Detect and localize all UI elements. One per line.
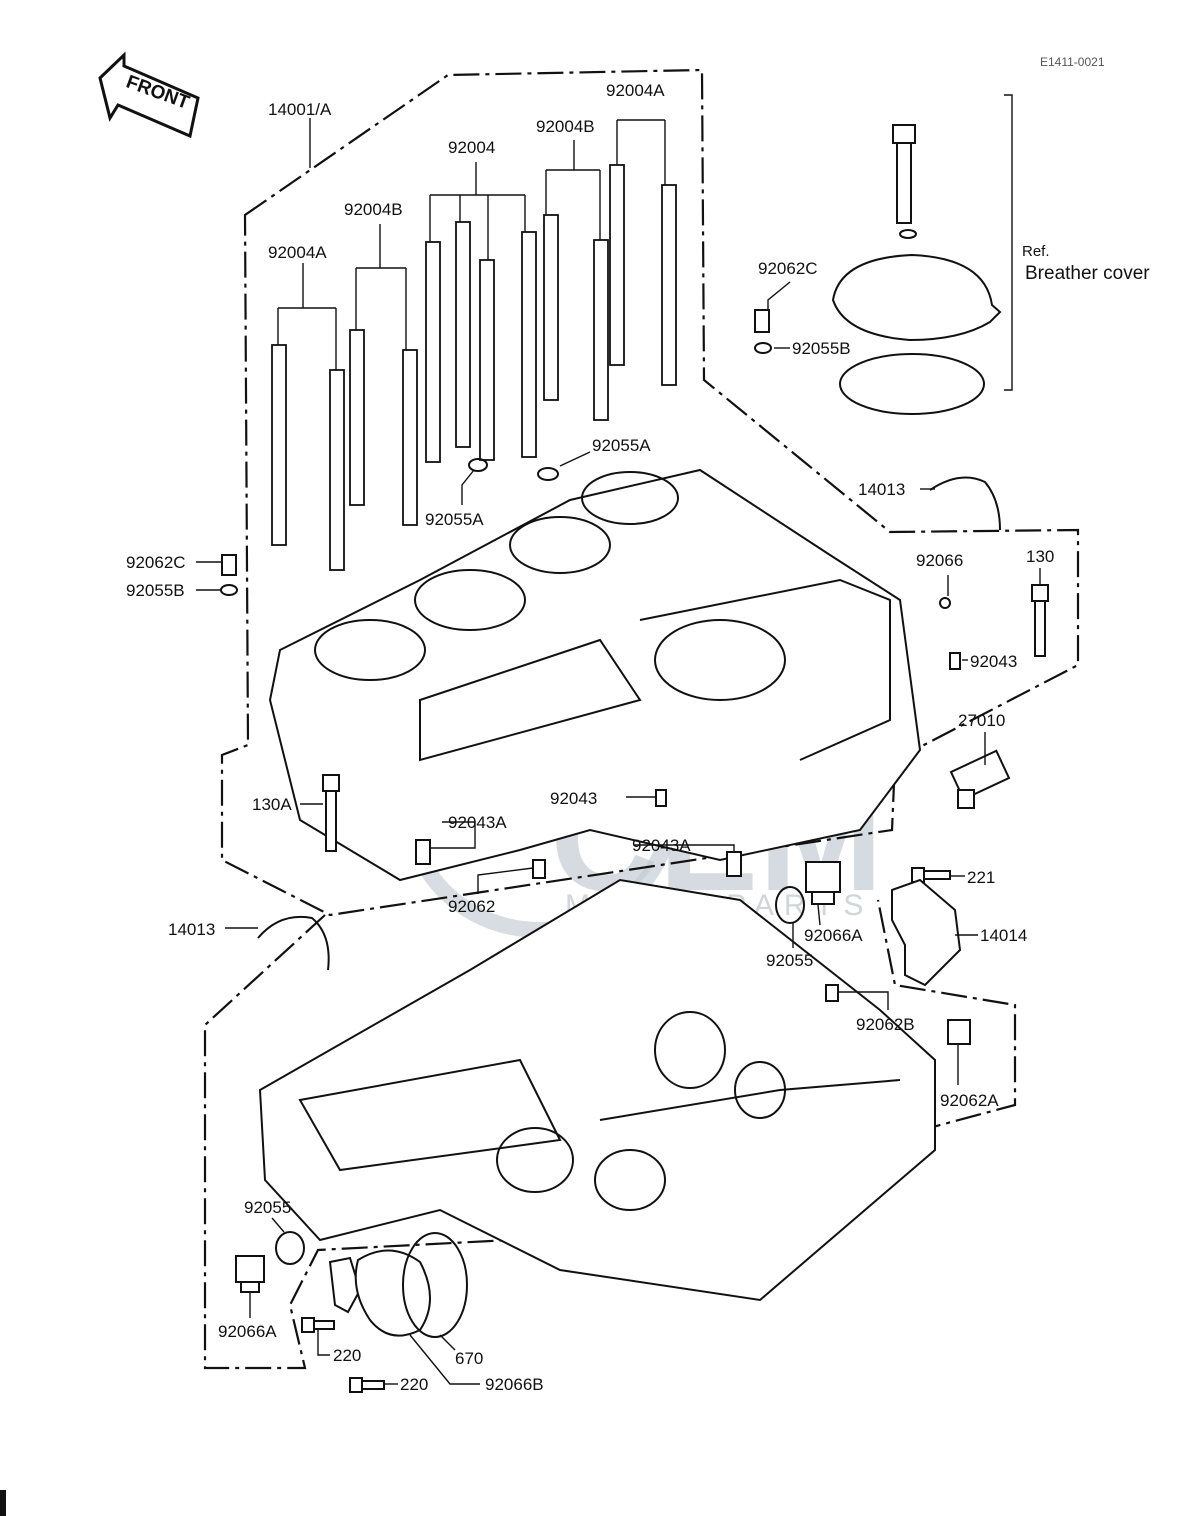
stud-icon [271, 344, 287, 546]
dowel-92043-mid [655, 789, 667, 807]
label-14014: 14014 [980, 926, 1027, 945]
bolt-130 [1031, 584, 1049, 657]
cover-92066b [354, 1249, 431, 1337]
label-14013-top: 14013 [858, 480, 905, 499]
lower-case-outline [203, 899, 1017, 1370]
stud-icon [455, 221, 471, 448]
stud-icon [479, 259, 495, 461]
breather-o-ring [839, 353, 985, 415]
front-arrow-icon: FRONT [98, 51, 200, 139]
label-92004a-left: 92004A [268, 243, 327, 262]
breather-bolt [892, 124, 916, 224]
label-92043a-left: 92043A [448, 813, 507, 832]
upper-case-outline [220, 68, 1080, 917]
label-92055b-left: 92055B [126, 581, 185, 600]
o-ring-670 [402, 1232, 468, 1338]
label-92062a: 92062A [940, 1091, 999, 1110]
stud-icon [329, 369, 345, 571]
stud-group [271, 164, 677, 571]
diagram-id: E1411-0021 [1040, 55, 1105, 69]
label-92062b: 92062B [856, 1015, 915, 1034]
label-220-b: 220 [400, 1375, 428, 1394]
plug-92062b [825, 984, 839, 1002]
stud-icon [609, 164, 625, 366]
label-221: 221 [967, 868, 995, 887]
label-92055a-right: 92055A [592, 436, 651, 455]
label-92004b-left: 92004B [344, 200, 403, 219]
label-130a: 130A [252, 795, 292, 814]
label-92004a-top: 92004A [606, 81, 665, 100]
label-92055b-right: 92055B [792, 339, 851, 358]
label-92062c-right: 92062C [758, 259, 818, 278]
label-92043a-right: 92043A [632, 836, 691, 855]
label-220-a: 220 [333, 1346, 361, 1365]
label-92066a-right: 92066A [804, 926, 863, 945]
washer-92055b-right [754, 342, 772, 354]
stud-icon [521, 231, 537, 458]
breather-name: Breather cover [1025, 263, 1150, 284]
stud-icon [661, 184, 677, 386]
washer-92055a-left [468, 458, 488, 472]
dowel-92062c-right [754, 309, 770, 333]
dowel-92043a-left [415, 839, 431, 865]
label-92066b: 92066B [485, 1375, 544, 1394]
label-14001a: 14001/A [268, 100, 332, 119]
label-92055-bottom: 92055 [244, 1198, 291, 1217]
label-92043-mid: 92043 [550, 789, 597, 808]
upper-crankcase [268, 468, 922, 882]
washer-92055b-left [220, 584, 238, 596]
breather-cover [831, 253, 1002, 342]
bearing-insert-14013-bottom [257, 916, 330, 971]
stud-icon [593, 239, 609, 421]
label-670: 670 [455, 1349, 483, 1368]
label-92004b-top: 92004B [536, 117, 595, 136]
leader-lines [196, 118, 1041, 1385]
washer-92055a-right [537, 467, 559, 481]
label-92062: 92062 [448, 897, 495, 916]
plug-92066a-right [805, 861, 841, 905]
bolt-130a [322, 774, 340, 852]
bearing-insert-14013-top [929, 476, 1001, 531]
dowel-92043-right [949, 652, 961, 670]
bolt-220-a [301, 1317, 335, 1333]
stud-icon [349, 329, 365, 506]
switch-27010 [949, 749, 1011, 809]
dowel-92062c-left [221, 554, 237, 576]
stud-icon [402, 349, 418, 526]
lower-crankcase [258, 878, 936, 1302]
edge-mark [0, 1490, 6, 1516]
label-92062c-left: 92062C [126, 553, 186, 572]
plug-92062 [532, 859, 546, 879]
part-labels: 14001/A 92004A 92004B 92004 92004B 92004… [126, 81, 1054, 1394]
label-92055-mid: 92055 [766, 951, 813, 970]
label-92043-right: 92043 [970, 652, 1017, 671]
label-27010: 27010 [958, 711, 1005, 730]
label-92055a-left: 92055A [425, 510, 484, 529]
bolt-220-b [349, 1377, 385, 1393]
plug-92062a [947, 1019, 971, 1045]
label-14013-bottom: 14013 [168, 920, 215, 939]
ball-92066 [939, 597, 951, 609]
breather-ref: Ref. [1022, 243, 1050, 260]
plug-92066a-bottom [235, 1255, 265, 1293]
stud-icon [543, 214, 559, 401]
label-92066: 92066 [916, 551, 963, 570]
washer-92055-mid [775, 886, 805, 924]
clip-part [328, 1256, 362, 1314]
small-parts [220, 309, 1049, 1393]
breather-bracket [1004, 94, 1013, 391]
dowel-92043a-right [726, 851, 742, 877]
breather-washer [899, 229, 917, 239]
label-130: 130 [1026, 547, 1054, 566]
stud-icon [425, 241, 441, 463]
label-92004-mid: 92004 [448, 138, 495, 157]
cover-14014 [891, 878, 962, 987]
washer-92055-bottom [275, 1231, 305, 1265]
label-92066a-bottom: 92066A [218, 1322, 277, 1341]
